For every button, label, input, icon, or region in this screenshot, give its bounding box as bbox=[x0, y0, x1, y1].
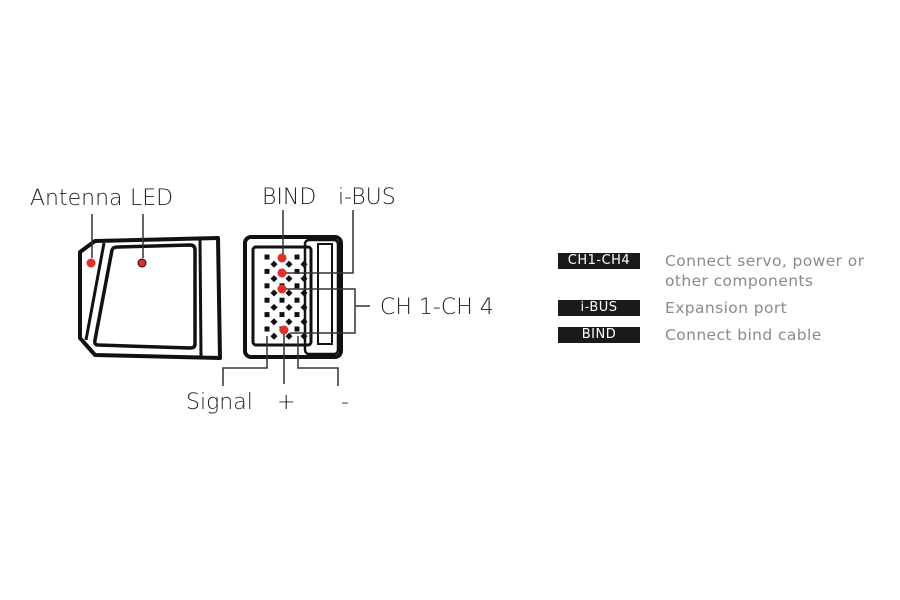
pin bbox=[264, 268, 270, 274]
legend-badge: CH1-CH4 bbox=[558, 253, 640, 269]
legend-ibus: i-BUS Expansion port bbox=[558, 299, 788, 318]
pin bbox=[264, 312, 270, 318]
pin bbox=[294, 268, 300, 274]
receiver-side-view bbox=[78, 214, 222, 360]
legend-text: other components bbox=[665, 272, 814, 290]
signal-label: Signal bbox=[186, 390, 253, 415]
minus-label: - bbox=[341, 390, 349, 415]
pin bbox=[264, 283, 270, 289]
power-marker bbox=[279, 325, 289, 335]
ibus-marker bbox=[277, 268, 287, 278]
pin bbox=[270, 318, 278, 326]
led-label: LED bbox=[130, 186, 173, 211]
pin bbox=[285, 318, 293, 326]
legend-description: Connect bind cable bbox=[665, 326, 822, 344]
legend-badge: BIND bbox=[558, 327, 640, 343]
antenna-label: Antenna bbox=[30, 186, 123, 211]
pin bbox=[285, 260, 293, 268]
bind-label: BIND bbox=[262, 185, 316, 210]
pin bbox=[300, 275, 308, 283]
pin bbox=[300, 289, 308, 297]
pin bbox=[270, 332, 278, 340]
legend-badge: i-BUS bbox=[558, 300, 640, 316]
pin bbox=[264, 254, 270, 260]
legend-description: Connect servo, power or other components bbox=[665, 251, 864, 291]
antenna-marker bbox=[86, 258, 96, 268]
pin bbox=[264, 297, 270, 303]
pin bbox=[270, 303, 278, 311]
pin bbox=[270, 289, 278, 297]
pin bbox=[285, 275, 293, 283]
pin bbox=[279, 297, 285, 303]
pin bbox=[294, 254, 300, 260]
pin bbox=[294, 326, 300, 332]
legend-ch1-ch4: CH1-CH4 Connect servo, power or other co… bbox=[558, 251, 864, 291]
pin bbox=[264, 326, 270, 332]
legend-bind: BIND Connect bind cable bbox=[558, 326, 822, 345]
pin bbox=[300, 318, 308, 326]
pin bbox=[294, 283, 300, 289]
pin bbox=[279, 312, 285, 318]
pin bbox=[270, 275, 278, 283]
pin bbox=[300, 260, 308, 268]
pin bbox=[285, 289, 293, 297]
ch-marker bbox=[277, 284, 287, 294]
pin bbox=[300, 332, 308, 340]
receiver-connector-view bbox=[222, 210, 370, 386]
pin bbox=[294, 312, 300, 318]
bind-marker bbox=[277, 253, 287, 263]
ibus-label: i-BUS bbox=[338, 185, 396, 210]
legend-text: Connect servo, power or bbox=[665, 252, 865, 270]
port-markers bbox=[86, 253, 289, 335]
pin bbox=[270, 260, 278, 268]
pin bbox=[300, 303, 308, 311]
plus-label: + bbox=[277, 390, 295, 415]
pin bbox=[285, 332, 293, 340]
pin bbox=[294, 297, 300, 303]
legend-description: Expansion port bbox=[665, 299, 788, 317]
ch-label: CH 1-CH 4 bbox=[380, 295, 494, 320]
led-marker bbox=[138, 259, 146, 267]
pin bbox=[285, 303, 293, 311]
